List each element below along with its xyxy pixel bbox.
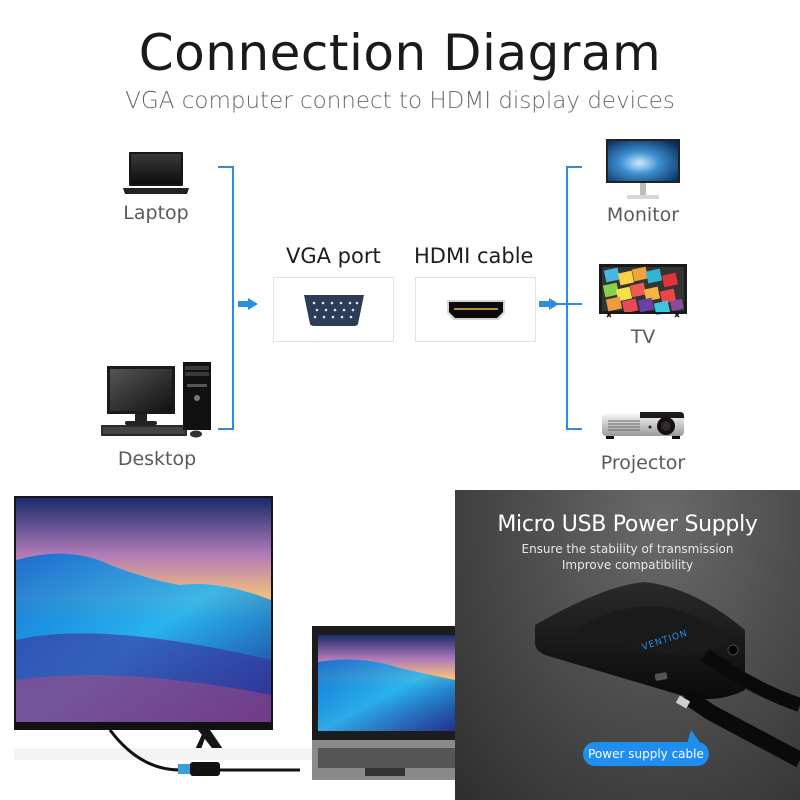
display-connector-line xyxy=(556,303,582,305)
arrow-right-icon xyxy=(539,298,559,310)
display-label: TV xyxy=(630,326,656,348)
hdmi-cable-label: HDMI cable xyxy=(414,244,534,268)
display-tv: TV xyxy=(596,264,690,348)
usage-photo xyxy=(0,490,455,800)
desktop-computer-icon xyxy=(101,362,211,438)
hdmi-port-icon xyxy=(446,299,505,320)
power-supply-panel: Micro USB Power Supply Ensure the stabil… xyxy=(455,490,800,800)
power-panel-title: Micro USB Power Supply xyxy=(497,512,758,537)
display-bracket xyxy=(566,166,582,430)
vga-port-label: VGA port xyxy=(286,244,381,268)
monitor-icon xyxy=(606,139,680,199)
hdmi-port-box xyxy=(415,277,536,342)
source-bracket xyxy=(218,166,234,430)
display-label: Projector xyxy=(600,452,686,474)
callout-pointer xyxy=(687,730,701,744)
source-laptop: Laptop xyxy=(110,150,202,224)
projector-icon xyxy=(602,412,684,439)
page-title: Connection Diagram xyxy=(138,24,662,82)
page-subtitle: VGA computer connect to HDMI display dev… xyxy=(125,88,675,114)
power-panel-line: Improve compatibility xyxy=(561,558,694,572)
display-label: Monitor xyxy=(606,204,680,226)
laptop-icon xyxy=(123,152,189,194)
display-monitor: Monitor xyxy=(596,138,690,226)
source-label: Desktop xyxy=(117,448,197,470)
vga-port-box xyxy=(273,277,394,342)
adapter-device-illustration: VENTION xyxy=(534,582,800,768)
display-projector: Projector xyxy=(590,408,696,474)
source-desktop: Desktop xyxy=(98,358,216,470)
tv-icon xyxy=(599,264,687,318)
power-panel-line: Ensure the stability of transmission xyxy=(521,542,734,556)
tv-laptop-scene-illustration xyxy=(14,496,455,780)
source-label: Laptop xyxy=(123,202,189,224)
arrow-right-icon xyxy=(238,298,258,310)
vga-port-icon xyxy=(303,294,364,326)
power-cable-callout: Power supply cable xyxy=(583,742,709,766)
